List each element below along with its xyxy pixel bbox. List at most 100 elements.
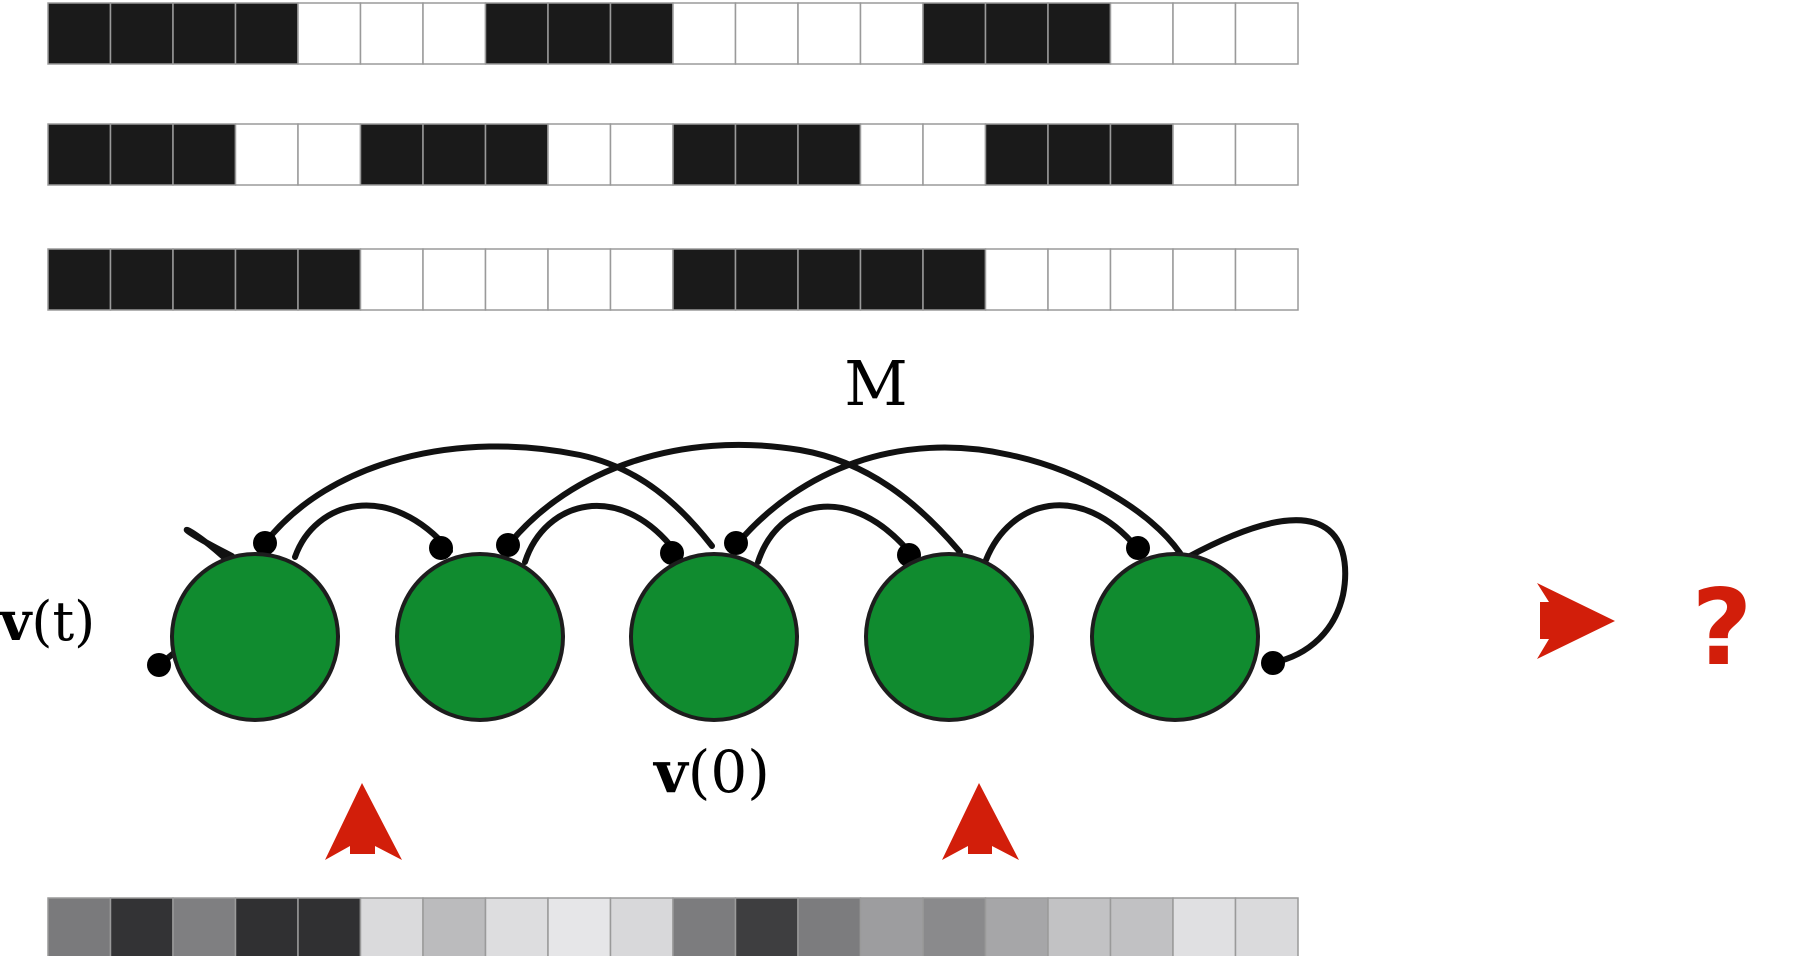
input-pattern-row [47,897,1299,956]
neuron-layer [170,552,1260,722]
pattern-cell [922,248,987,311]
up-arrow-icon [942,783,1019,860]
arc-n1-n3 [262,443,715,549]
arc-n2-n4 [507,441,963,555]
arc-n1-n2 [292,502,453,560]
pattern-cell [797,248,862,311]
arc-n2-n3 [522,502,678,565]
pattern-cell [672,2,737,65]
input-cell [234,897,299,956]
input-cell [172,897,237,956]
input-cell [1109,897,1174,956]
pattern-cell [797,2,862,65]
binary-patterns [47,2,1299,311]
neuron-node [170,552,340,722]
pattern-cell [609,123,674,186]
pattern-cell [234,2,299,65]
pattern-cell [734,2,799,65]
pattern-cell [1172,123,1237,186]
input-cell [859,897,924,956]
synapse-dot [429,536,453,560]
pattern-cell [859,123,924,186]
synapse-dot [147,653,171,677]
state-0-label: v(0) [652,738,770,806]
pattern-cell [672,123,737,186]
arc-n3-n4 [755,503,915,565]
pattern-cell [609,2,674,65]
neuron-node [629,552,799,722]
pattern-cell [422,2,487,65]
pattern-cell [547,248,612,311]
pattern-cell [109,123,174,186]
input-cell [297,897,362,956]
neuron-node [864,552,1034,722]
pattern-cell [359,123,424,186]
input-cell [734,897,799,956]
pattern-cell [234,123,299,186]
pattern-cell [734,123,799,186]
input-cell [547,897,612,956]
up-arrow-icon [325,783,402,860]
pattern-cell [47,248,112,311]
matrix-label: M [844,347,907,420]
synapse-dot [660,541,684,565]
pattern-cell [984,248,1049,311]
synapse-dot [496,533,520,557]
input-arrows [325,583,1615,860]
pattern-cell [109,2,174,65]
pattern-cell [297,248,362,311]
pattern-cell [984,2,1049,65]
question-mark: ? [1692,567,1753,689]
pattern-cell [672,248,737,311]
synapse-dot [1261,651,1285,675]
pattern-cell [47,123,112,186]
pattern-cell [172,2,237,65]
pattern-cell [484,248,549,311]
arc-n3-n5 [735,444,1183,556]
input-cell [797,897,862,956]
pattern-cell [1234,2,1299,65]
pattern-cell [422,123,487,186]
self-loop-right [1185,517,1349,666]
input-cell [1234,897,1299,956]
input-cell [672,897,737,956]
right-arrow-icon [1537,583,1615,659]
pattern-cell [422,248,487,311]
pattern-cell [484,123,549,186]
synapse-dots [147,531,1285,677]
input-cell [609,897,674,956]
pattern-cell [1109,2,1174,65]
input-cell [359,897,424,956]
pattern-cell [984,123,1049,186]
pattern-cell [47,2,112,65]
neuron-node [1090,552,1260,722]
pattern-cell [297,2,362,65]
pattern-cell [172,123,237,186]
synapse-dot [253,531,277,555]
pattern-cell [609,248,674,311]
input-cell [984,897,1049,956]
pattern-cell [859,2,924,65]
pattern-cell [1172,248,1237,311]
pattern-cell [547,123,612,186]
pattern-cell [922,123,987,186]
pattern-cell [359,2,424,65]
pattern-cell [1234,248,1299,311]
input-cell [484,897,549,956]
input-cell [109,897,174,956]
pattern-cell [484,2,549,65]
synapse-dot [1126,536,1150,560]
pattern-cell [1047,123,1112,186]
pattern-cell [1172,2,1237,65]
synapse-dot [724,531,748,555]
recurrent-connections [156,441,1349,668]
pattern-cell [297,123,362,186]
pattern-cell [1047,2,1112,65]
pattern-cell [547,2,612,65]
neuron-node [395,552,565,722]
pattern-cell [1234,123,1299,186]
arc-n4-n5 [983,502,1140,563]
pattern-cell [359,248,424,311]
input-cell [422,897,487,956]
